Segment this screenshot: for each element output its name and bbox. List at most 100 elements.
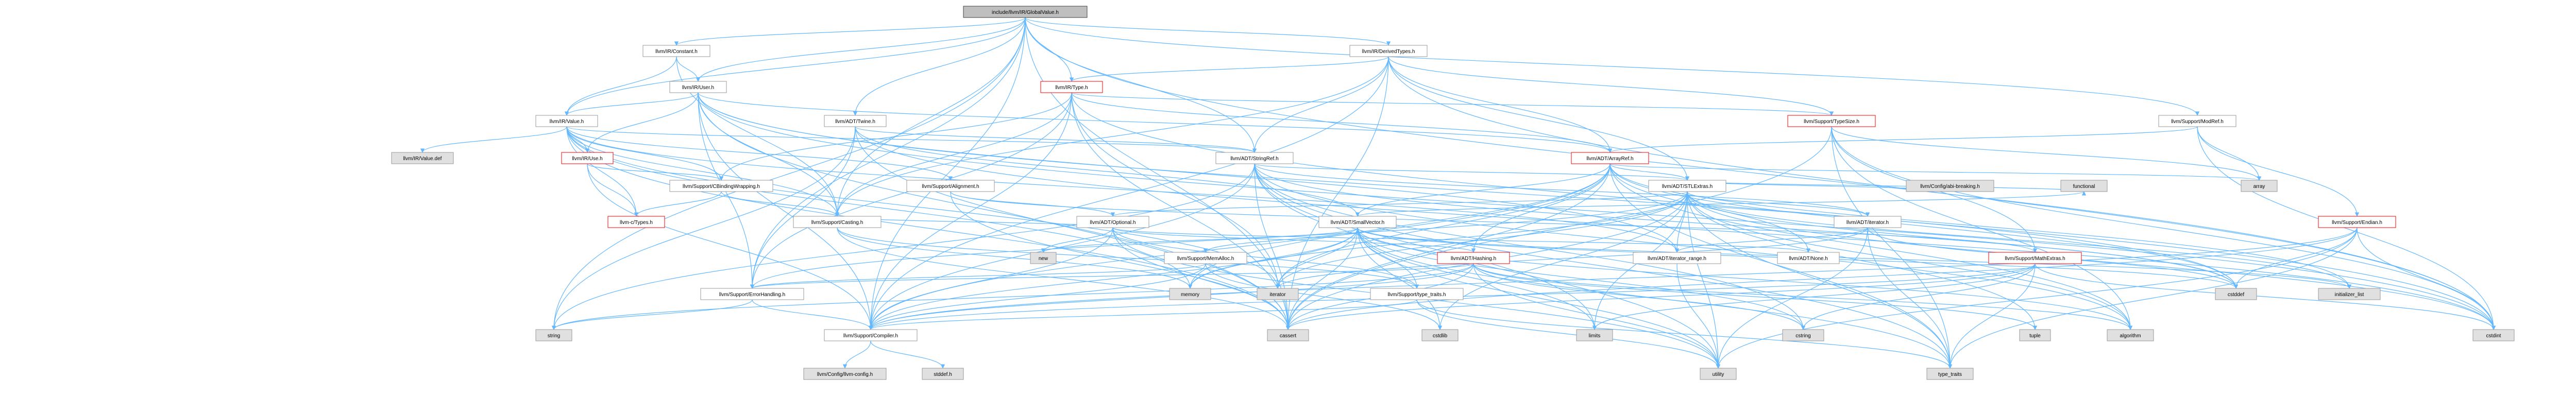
edge-adtoptional-to-compiler	[868, 227, 1113, 330]
node-irconst[interactable]: llvm/IR/Constant.h	[642, 45, 710, 57]
node-compiler[interactable]: llvm/Support/Compiler.h	[824, 329, 918, 341]
edge-stlextras-to-errhandling	[750, 191, 1688, 289]
node-label: llvm/IR/DerivedTypes.h	[1362, 49, 1415, 55]
node-cbinding[interactable]: llvm/Support/CBindingWrapping.h	[669, 180, 773, 192]
node-label: llvm/Support/TypeSize.h	[1804, 119, 1859, 125]
node-memory[interactable]: memory	[1169, 288, 1211, 300]
node-box	[1169, 288, 1211, 300]
node-iterator[interactable]: iterator	[1257, 288, 1299, 300]
node-adtnone[interactable]: llvm/ADT/None.h	[1777, 252, 1840, 264]
edge-alignment-to-adtoptional	[950, 191, 1115, 217]
node-mathextras[interactable]: llvm/Support/MathExtras.h	[1988, 252, 2082, 264]
node-initlist[interactable]: initializer_list	[2318, 288, 2381, 300]
edge-hashing-to-errhandling	[750, 263, 1474, 289]
node-tuple[interactable]: tuple	[2019, 329, 2051, 341]
edge-iruse-to-cbinding	[587, 163, 724, 181]
edge-hashing-to-string	[552, 263, 1474, 330]
node-limits[interactable]: limits	[1576, 329, 1613, 341]
node-new[interactable]: new	[1030, 252, 1057, 264]
node-box	[1437, 252, 1510, 264]
edge-irderived-to-typesize	[1388, 56, 1834, 116]
node-adtstringref[interactable]: llvm/ADT/StringRef.h	[1215, 152, 1294, 164]
node-label: llvm/ADT/ArrayRef.h	[1586, 156, 1633, 162]
node-alignment[interactable]: llvm/Support/Alignment.h	[906, 180, 995, 192]
node-stddef[interactable]: stddef.h	[922, 368, 964, 380]
node-box	[1215, 152, 1294, 164]
node-label: llvm/ADT/Twine.h	[835, 119, 875, 125]
node-box	[1782, 329, 1824, 341]
edge-smallvector-to-utility	[1357, 227, 1721, 369]
node-cassert[interactable]: cassert	[1267, 329, 1309, 341]
node-label: cstdlib	[1433, 333, 1448, 339]
node-box	[1349, 45, 1428, 57]
node-iruser[interactable]: llvm/IR/User.h	[669, 81, 727, 93]
node-adttwine[interactable]: llvm/ADT/Twine.h	[824, 115, 887, 127]
edge-endian-to-compiler	[869, 227, 2358, 330]
edge-root-to-adttwine	[853, 17, 1026, 116]
node-box	[1576, 329, 1613, 341]
node-irtype[interactable]: llvm/IR/Type.h	[1040, 81, 1103, 93]
node-label: llvm/IR/Type.h	[1055, 85, 1088, 91]
node-abibreaking[interactable]: llvm/Config/abi-breaking.h	[1906, 180, 1994, 192]
node-label: array	[2253, 184, 2265, 190]
edge-irvalue-to-irvaluedef	[420, 126, 567, 153]
edge-irvalue-to-cbinding	[566, 126, 724, 181]
node-label: llvm/Support/type_traits.h	[1388, 292, 1446, 298]
edge-smallvector-to-memalloc	[1203, 227, 1358, 253]
node-adtiterator[interactable]: llvm/ADT/iterator.h	[1834, 216, 1902, 228]
node-iruse[interactable]: llvm/IR/Use.h	[561, 152, 614, 164]
node-array[interactable]: array	[2241, 180, 2278, 192]
node-cstddef[interactable]: cstddef	[2215, 288, 2257, 300]
edge-stlextras-to-memory	[1188, 191, 1688, 289]
node-box	[669, 180, 773, 192]
node-irderived[interactable]: llvm/IR/DerivedTypes.h	[1349, 45, 1428, 57]
edge-smallvector-to-cassert	[1285, 227, 1358, 330]
node-typetraits[interactable]: type_traits	[1926, 368, 1974, 380]
node-irvaluedef[interactable]: llvm/IR/Value.def	[391, 152, 454, 164]
edge-adttwine-to-smallvector	[855, 126, 1360, 217]
node-label: include/llvm/IR/GlobalValue.h	[992, 10, 1059, 15]
node-label: cstdint	[2486, 333, 2501, 339]
edge-smallvector-to-new	[1041, 227, 1358, 253]
node-itrange[interactable]: llvm/ADT/iterator_range.h	[1633, 252, 1721, 264]
edge-irtype-to-typesize	[1071, 92, 1834, 116]
node-cstdint[interactable]: cstdint	[2472, 329, 2515, 341]
node-endian[interactable]: llvm/Support/Endian.h	[2318, 216, 2396, 228]
edge-adttwine-to-string	[551, 126, 856, 330]
node-utility[interactable]: utility	[1700, 368, 1737, 380]
node-irvalue[interactable]: llvm/IR/Value.h	[535, 115, 598, 127]
node-label: llvm/IR/Value.h	[550, 119, 584, 125]
node-box	[561, 152, 614, 164]
node-adtarrayref[interactable]: llvm/ADT/ArrayRef.h	[1571, 152, 1649, 164]
edge-iruser-to-compiler	[698, 92, 873, 330]
node-llvmconfig[interactable]: llvm/Config/llvm-config.h	[803, 368, 887, 380]
edge-adtarrayref-to-memory	[1188, 163, 1611, 289]
node-hashing[interactable]: llvm/ADT/Hashing.h	[1437, 252, 1510, 264]
node-cstring[interactable]: cstring	[1782, 329, 1824, 341]
node-box	[1700, 368, 1737, 380]
edge-irtype-to-casting	[835, 92, 1072, 217]
edge-endian-to-cassert	[1285, 227, 2358, 330]
node-functional[interactable]: functional	[2060, 180, 2108, 192]
edge-irtype-to-cbinding	[719, 92, 1072, 181]
node-smallvector[interactable]: llvm/ADT/SmallVector.h	[1318, 216, 1397, 228]
node-cstdlib[interactable]: cstdlib	[1421, 329, 1459, 341]
node-casting[interactable]: llvm/Support/Casting.h	[793, 216, 882, 228]
node-modref[interactable]: llvm/Support/ModRef.h	[2158, 115, 2236, 127]
node-typetraits_s[interactable]: llvm/Support/type_traits.h	[1370, 288, 1464, 300]
node-string[interactable]: string	[535, 329, 572, 341]
edge-adtstringref-to-utility	[1254, 163, 1721, 369]
node-typesize[interactable]: llvm/Support/TypeSize.h	[1787, 115, 1876, 127]
node-stlextras[interactable]: llvm/ADT/STLExtras.h	[1648, 180, 1726, 192]
node-ctypes[interactable]: llvm-c/Types.h	[607, 216, 665, 228]
edge-irconst-to-irvalue	[564, 56, 677, 116]
node-adtoptional[interactable]: llvm/ADT/Optional.h	[1076, 216, 1149, 228]
node-memalloc[interactable]: llvm/Support/MemAlloc.h	[1164, 252, 1247, 264]
edge-mathextras-to-typetraits	[1947, 263, 2036, 369]
node-label: llvm/ADT/None.h	[1789, 256, 1828, 262]
edge-adtstringref-to-limits	[1254, 163, 1597, 330]
node-box	[1421, 329, 1459, 341]
edge-adtoptional-to-new	[1041, 227, 1113, 253]
node-algorithm[interactable]: algorithm	[2107, 329, 2154, 341]
node-errhandling[interactable]: llvm/Support/ErrorHandling.h	[700, 288, 804, 300]
